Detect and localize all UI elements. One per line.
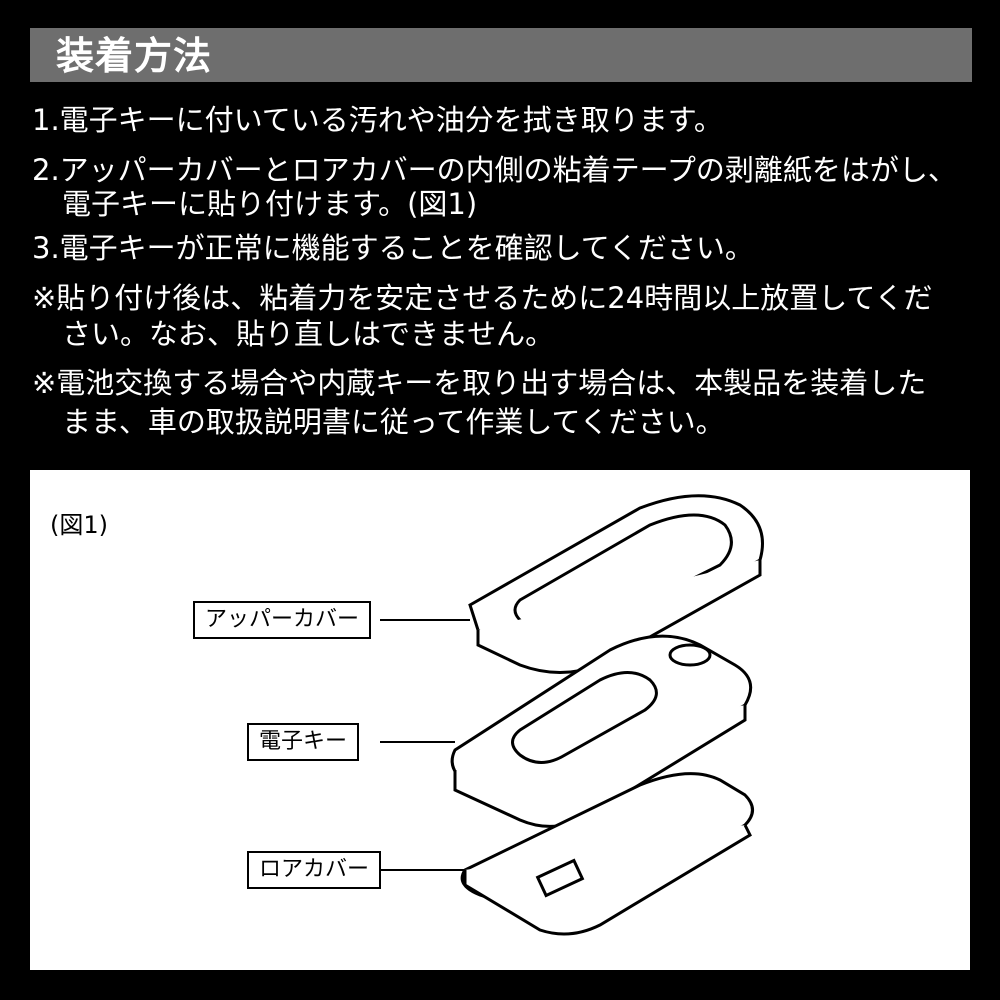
figure-label: (図1) <box>50 511 108 539</box>
instruction-2-cont: 電子キーに貼り付けます。(図1) <box>62 187 478 221</box>
instruction-3: 3.電子キーが正常に機能することを確認してください。 <box>32 231 754 265</box>
label-upper-cover: アッパーカバー <box>193 601 372 639</box>
note-1: ※貼り付け後は、粘着力を安定させるために24時間以上放置してくだ <box>32 281 933 315</box>
leader-lines <box>380 619 470 871</box>
note-2: ※電池交換する場合や内蔵キーを取り出す場合は、本製品を装着した <box>32 366 927 400</box>
note-1-cont: さい。なお、貼り直しはできません。 <box>62 317 555 351</box>
page-title: 装着方法 <box>56 34 213 78</box>
upper-cover-illustration <box>468 494 764 674</box>
label-electronic-key: 電子キー <box>247 723 360 761</box>
note-2-cont: まま、車の取扱説明書に従って作業してください。 <box>62 405 725 439</box>
instruction-1: 1.電子キーに付いている汚れや油分を拭き取ります。 <box>32 103 723 137</box>
instruction-2: 2.アッパーカバーとロアカバーの内側の粘着テープの剥離紙をはがし、 <box>32 153 957 187</box>
label-lower-cover: ロアカバー <box>247 851 382 889</box>
lower-cover-illustration <box>460 772 754 936</box>
title-bar <box>30 28 972 82</box>
